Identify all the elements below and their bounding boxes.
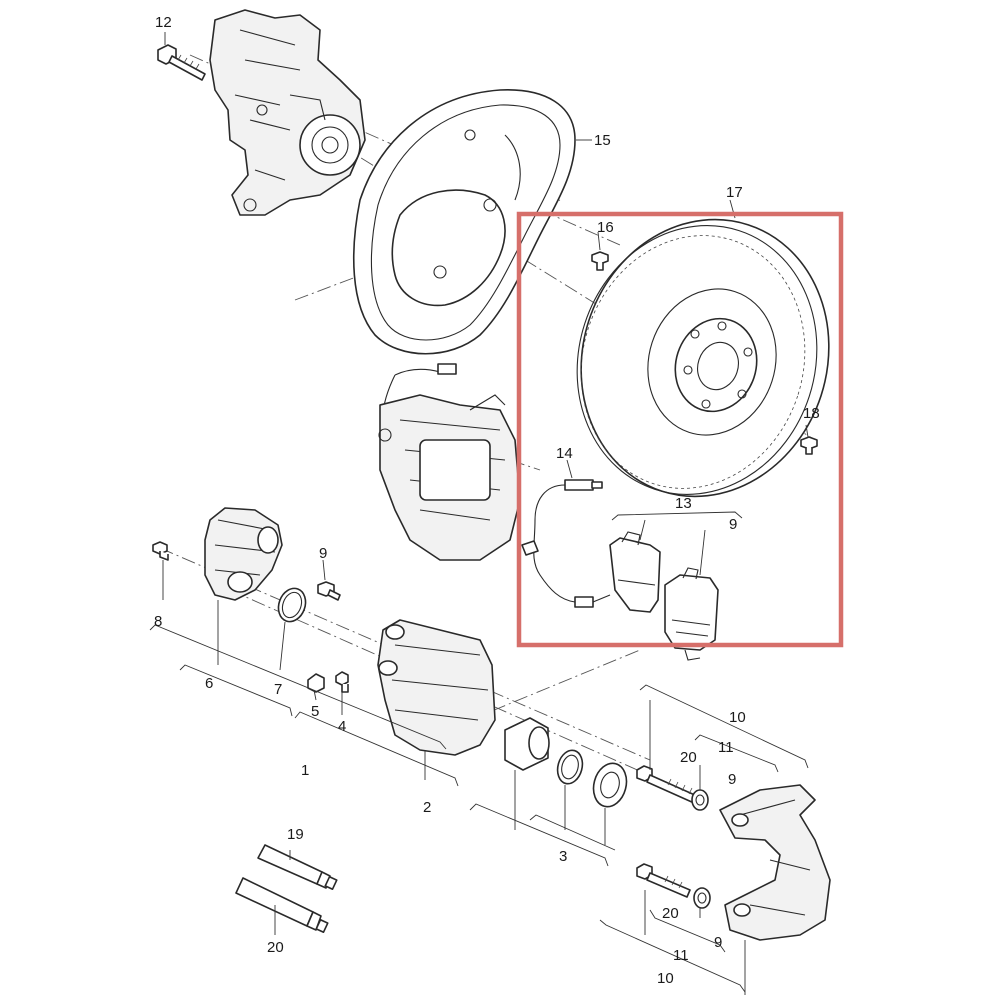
guide-bolt-upper: [636, 765, 698, 804]
bolt-9-left: [317, 581, 341, 601]
o-ring-7: [277, 587, 307, 623]
screw-16: [591, 251, 609, 271]
bolt-8: [152, 541, 169, 561]
guide-bolt-lower: [636, 863, 691, 898]
cap-5: [307, 673, 325, 693]
callout-12: 12: [155, 14, 172, 31]
callout-18: 18: [803, 405, 820, 422]
bleeder-screw-4: [335, 671, 349, 693]
callout-16: 16: [597, 219, 614, 236]
callout-6: 6: [205, 675, 213, 692]
callout-11-bottom: 11: [673, 947, 689, 964]
callout-20-tube: 20: [267, 939, 284, 956]
callout-labels: 12 15 16 17 18 14 13 9 9 8 6 7 5 4 1 2 3…: [154, 14, 820, 987]
group-brackets: [149, 511, 809, 993]
callout-1: 1: [301, 762, 309, 779]
callout-7: 7: [274, 681, 282, 698]
brake-disc-17: [576, 218, 830, 498]
piston: [504, 717, 550, 771]
callout-10-bottom: 10: [657, 970, 674, 987]
steering-knuckle: [209, 9, 366, 216]
screw-18: [800, 436, 818, 455]
callout-5: 5: [311, 703, 319, 720]
backing-plate-15: [352, 89, 576, 355]
callout-3: 3: [559, 848, 567, 865]
callout-20-bottom: 20: [662, 905, 679, 922]
caliper-carrier-10: [719, 784, 831, 941]
bushing-upper: [691, 789, 709, 811]
assembled-caliper: [378, 394, 521, 561]
callout-9-bottom: 9: [714, 934, 722, 951]
callout-2: 2: [423, 799, 431, 816]
callout-15: 15: [594, 132, 611, 149]
seal-ring: [556, 749, 584, 785]
brake-pad-inner: [664, 567, 719, 661]
grease-tube-20: [235, 877, 329, 934]
callout-9-bolt: 9: [319, 545, 327, 562]
callout-20-top: 20: [680, 749, 697, 766]
bolt-12: [157, 44, 206, 81]
callout-11-top: 11: [718, 739, 734, 756]
dust-boot: [592, 762, 628, 808]
callout-14: 14: [556, 445, 573, 462]
leader-lines: [162, 32, 809, 995]
callout-19: 19: [287, 826, 304, 843]
callout-13: 13: [675, 495, 692, 512]
brake-pad-outer: [609, 531, 661, 613]
callout-4: 4: [338, 718, 346, 735]
callout-9-top: 9: [728, 771, 736, 788]
callout-10-top: 10: [729, 709, 746, 726]
caliper-housing-2: [377, 619, 496, 756]
callout-17: 17: [726, 184, 743, 201]
callout-8: 8: [154, 613, 162, 630]
grease-tube-19: [257, 844, 338, 891]
bushing-lower: [693, 887, 711, 909]
callout-9-pad: 9: [729, 516, 737, 533]
wear-sensor-14: [521, 479, 611, 608]
parking-brake-motor-6: [204, 507, 283, 601]
highlight-box: [516, 211, 844, 648]
